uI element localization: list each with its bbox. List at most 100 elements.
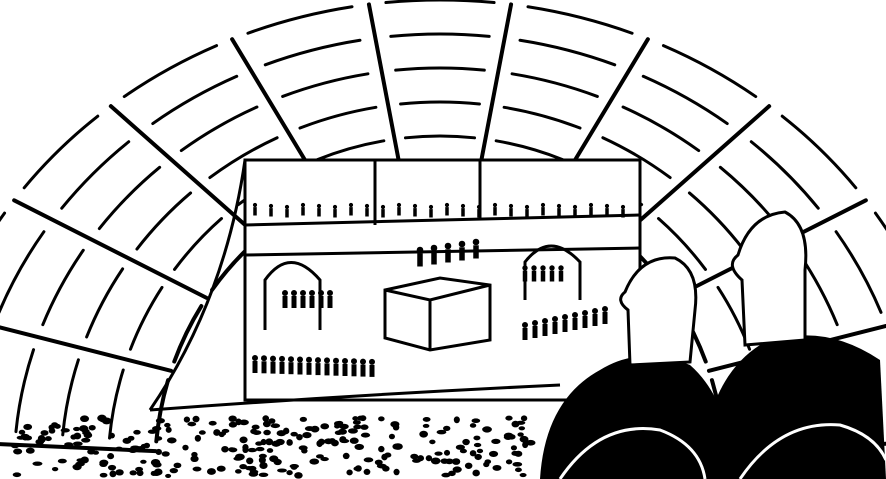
figure-body [369, 364, 375, 377]
figure-body [349, 207, 353, 216]
figure-body [279, 361, 285, 374]
audience-member [221, 445, 229, 453]
arch-band-stroke [246, 5, 354, 35]
figure-head [318, 290, 324, 296]
audience-member [115, 446, 123, 451]
audience-member [187, 421, 197, 427]
audience-member [436, 429, 447, 435]
balcony-rail-lower [244, 246, 641, 257]
arch-band-stroke [151, 74, 239, 126]
audience-member [88, 424, 96, 431]
audience-member [459, 448, 467, 454]
figure-body [333, 209, 337, 218]
audience-member [44, 436, 52, 442]
audience-member [390, 421, 400, 428]
audience-member [353, 424, 362, 430]
audience-member [419, 430, 428, 438]
seat-back-left [558, 427, 707, 479]
figure-body [297, 362, 303, 375]
figure-body [473, 245, 479, 259]
audience-member [393, 443, 403, 450]
audience-member [129, 470, 137, 476]
right-archway [523, 244, 582, 300]
figure-head [444, 242, 452, 250]
figure-head [562, 314, 568, 320]
audience-member [72, 441, 83, 447]
audience-member [198, 430, 206, 435]
figure-head [549, 265, 555, 271]
audience-member [247, 447, 258, 453]
audience-member [360, 432, 371, 438]
figure-head [472, 238, 480, 246]
figure-head [508, 203, 514, 209]
audience-member [412, 458, 421, 463]
figure-body [542, 324, 548, 336]
audience-member [127, 435, 135, 441]
figure-head [620, 204, 626, 210]
audience-member [239, 436, 248, 444]
central-plinth [383, 276, 492, 352]
figure-body [558, 270, 564, 282]
figure-body [509, 208, 513, 217]
figure-head [342, 358, 348, 364]
audience-member [510, 445, 518, 451]
audience-member [469, 450, 477, 457]
figure-head [540, 202, 546, 208]
arch-band-stroke [108, 368, 125, 440]
audience-member [64, 442, 74, 447]
spectator-right-head [730, 210, 808, 347]
audience-member [109, 470, 117, 478]
audience-member [194, 434, 202, 442]
audience-member [21, 434, 29, 441]
audience-member [519, 435, 529, 443]
audience-member [152, 426, 162, 431]
audience-member [72, 463, 82, 471]
audience-member [99, 459, 109, 466]
audience-member [452, 466, 462, 473]
figure-body [540, 270, 546, 282]
audience-member [330, 439, 339, 447]
figure-head [351, 358, 357, 365]
audience-member [471, 418, 481, 424]
arch-band-stroke [657, 217, 707, 271]
audience-member [286, 470, 293, 476]
figure-body [605, 208, 609, 217]
audience-member [152, 461, 162, 468]
figure-head [588, 202, 594, 208]
figure-body [522, 328, 528, 340]
arch-band-stroke [263, 38, 362, 67]
figure-head [261, 355, 267, 362]
audience-member [520, 415, 528, 422]
audience-member [505, 459, 513, 465]
figure-body [365, 208, 369, 217]
audience-member [374, 459, 383, 466]
audience-member [161, 451, 170, 457]
figure-body [582, 316, 588, 328]
figure-head [327, 290, 333, 296]
audience-member [441, 472, 451, 478]
figure-head [364, 203, 370, 209]
arch-rib [0, 325, 174, 373]
figure-head [309, 290, 315, 296]
arch-band-stroke [749, 140, 820, 210]
audience-member [492, 464, 502, 471]
figure-head [428, 204, 434, 210]
figure-body [531, 270, 537, 282]
figure-head [268, 203, 274, 209]
figure-head [572, 204, 578, 210]
audience-member [434, 451, 443, 456]
stage-floor-edge [149, 383, 561, 412]
arch-band-stroke [281, 72, 370, 98]
audience-member [302, 432, 312, 439]
audience-member [275, 438, 285, 446]
audience-member [266, 448, 274, 453]
audience-member [455, 444, 465, 450]
audience-member [474, 453, 482, 461]
figure-body [461, 208, 465, 217]
audience-member [249, 469, 259, 474]
crowd-figures [252, 202, 626, 377]
audience-member [136, 469, 144, 477]
figure-head [360, 358, 366, 365]
audience-member [452, 458, 461, 465]
arch-band-stroke [526, 5, 634, 35]
